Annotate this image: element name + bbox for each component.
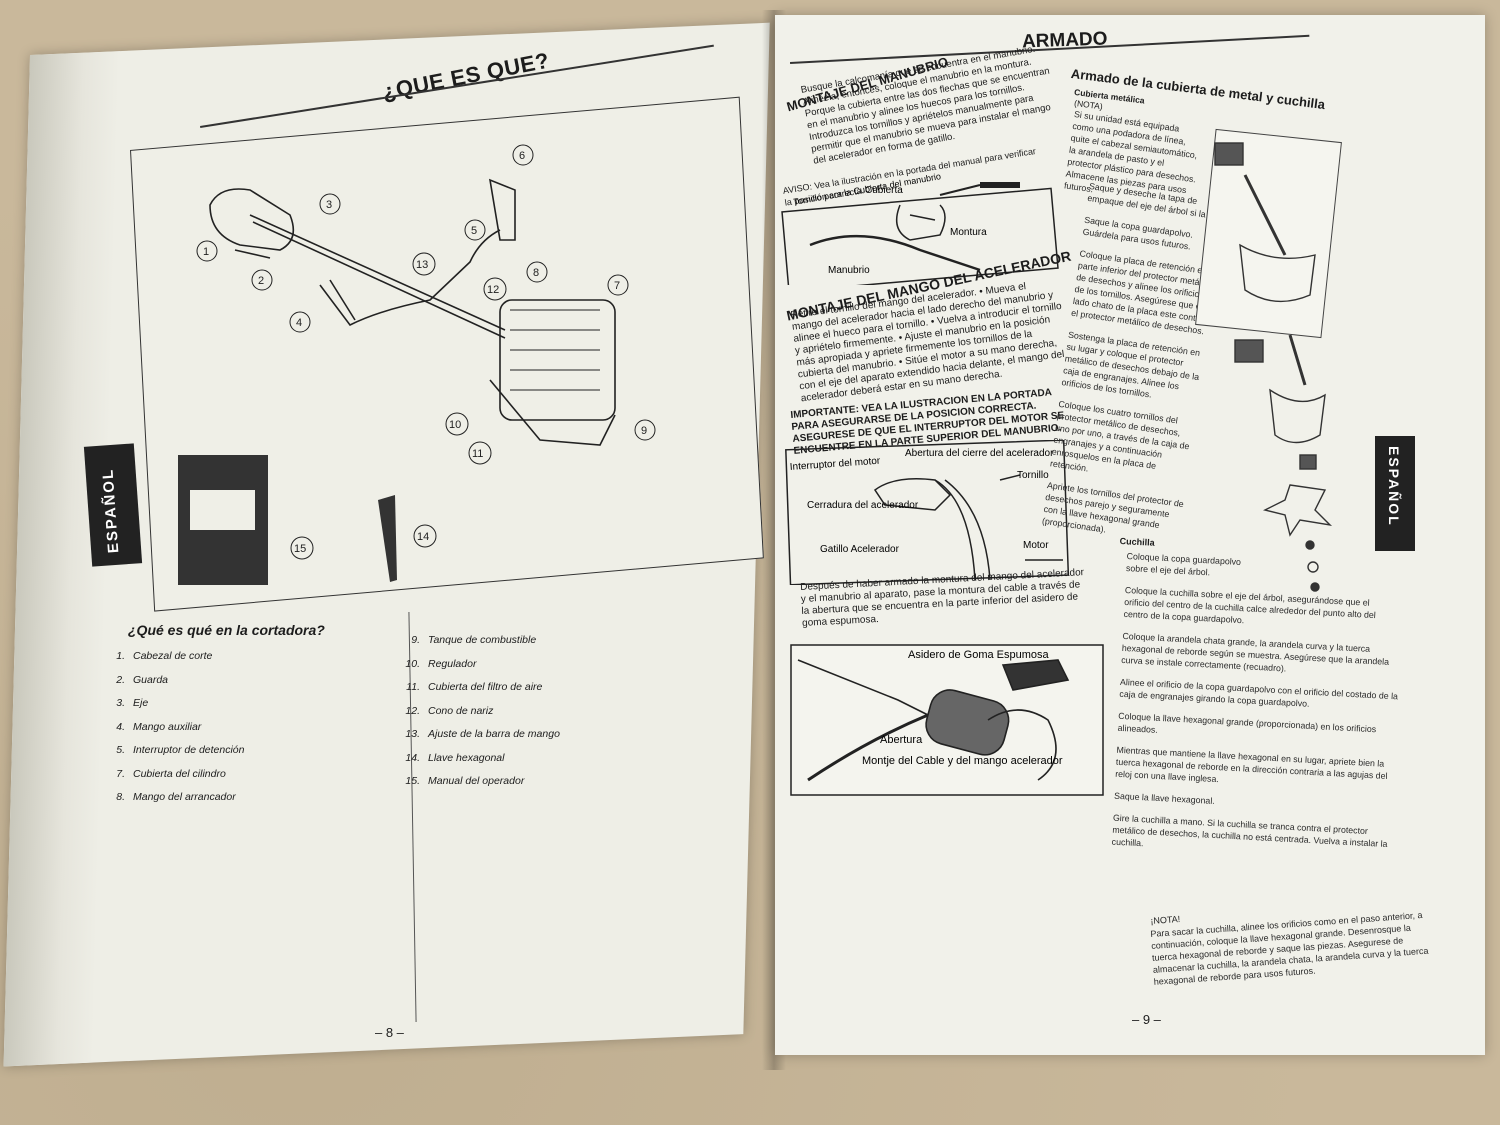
callout-14: 14 [413, 524, 437, 548]
parts-diagram: 1 2 3 4 5 6 7 8 9 10 11 12 13 14 15 [178, 144, 656, 585]
list-item: Sostenga la placa de retención en su lug… [1060, 329, 1201, 400]
svg-text:11: 11 [472, 448, 483, 460]
legend-item: 2.Guarda [116, 673, 169, 686]
svg-text:10: 10 [449, 419, 461, 431]
callout-12: 12 [483, 277, 507, 301]
list-item: Coloque la arandela chata grande, la ara… [1120, 630, 1390, 674]
fig2-label-cerradura: Cerradura del acelerador [807, 500, 919, 511]
svg-text:13: 13 [416, 259, 428, 271]
legend-item: 13.Ajuste de la barra de mango [405, 728, 560, 740]
language-tab-label: ESPAÑOL [1386, 446, 1402, 527]
legend-item: 7.Cubierta del cilindro [116, 767, 226, 780]
callout-4: 4 [289, 311, 311, 333]
svg-text:2: 2 [258, 275, 264, 287]
legend-item: 9.Tanque de combustible [411, 634, 537, 646]
legend-item: 8.Mango del arrancador [116, 791, 236, 803]
list-item: Saque la llave hexagonal. [1113, 790, 1216, 806]
svg-text:3: 3 [326, 199, 332, 211]
legend-item: 15.Manual del operador [405, 775, 525, 787]
legend-column-1: 1.Cabezal de corte 2.Guarda 3.Eje 4.Mang… [105, 650, 245, 815]
callout-15: 15 [290, 536, 314, 560]
svg-text:12: 12 [487, 284, 499, 296]
list-item: Gire la cuchilla a mano. Si la cuchilla … [1111, 812, 1388, 850]
legend-item: 14.Llave hexagonal [405, 751, 505, 764]
hex-key-icon [378, 495, 397, 582]
language-tab-label: ESPAÑOL [99, 467, 123, 554]
legend-item: 5.Interruptor de detención [116, 744, 245, 756]
legend-title: ¿Qué es qué en la cortadora? [128, 622, 325, 638]
svg-text:6: 6 [519, 150, 525, 162]
handle-grip-shape [488, 178, 516, 241]
callout-7: 7 [607, 274, 629, 296]
svg-text:7: 7 [614, 280, 620, 292]
page-number-right: – 9 – [1132, 1012, 1161, 1027]
right-page [775, 15, 1485, 1055]
list-item: Coloque la llave hexagonal grande (propo… [1117, 710, 1377, 735]
legend-item: 4.Mango auxiliar [116, 720, 202, 733]
legend-item: 3.Eje [116, 697, 149, 709]
legend-item: 10.Regulador [405, 657, 477, 670]
cutting-head-shape [209, 188, 295, 251]
figure-cuchilla-assembly [1214, 142, 1333, 592]
callout-13: 13 [412, 252, 436, 276]
page-number-left: – 8 – [375, 1025, 404, 1040]
legend-column-2: 9.Tanque de combustible 10.Regulador 11.… [400, 634, 560, 799]
fig1-label-manubrio: Manubrio [828, 265, 870, 276]
svg-text:8: 8 [533, 267, 539, 279]
figure-acelerador: Interruptor del motor Abertura del cierr… [785, 440, 1070, 585]
callout-9: 9 [634, 419, 656, 441]
figure-asidero: Asidero de Goma Espumosa Abertura Montje… [790, 644, 1104, 796]
svg-text:15: 15 [294, 543, 306, 555]
nota2-label: ¡NOTA! [1150, 913, 1181, 926]
callout-2: 2 [251, 269, 273, 291]
fig3-label-abertura: Abertura [880, 734, 923, 746]
subheading-cuchilla: Cuchilla [1119, 535, 1155, 548]
language-tab-left: ESPAÑOL [83, 443, 143, 567]
list-item: Apriete los tornillos del protector de d… [1041, 480, 1185, 535]
bullets-cuchilla: Coloque la copa guardapolvo sobre el eje… [1111, 550, 1417, 873]
svg-text:4: 4 [296, 317, 302, 329]
callout-10: 10 [445, 412, 469, 436]
legend-item: 12.Cono de nariz [405, 704, 494, 717]
svg-text:1: 1 [203, 246, 209, 258]
callout-3: 3 [319, 193, 341, 215]
callout-1: 1 [196, 240, 218, 262]
fig2-label-motor: Motor [1023, 540, 1049, 551]
language-tab-right: ESPAÑOL [1375, 436, 1415, 551]
callout-5: 5 [464, 219, 486, 241]
callout-6: 6 [512, 144, 534, 166]
svg-text:14: 14 [417, 531, 429, 543]
fig3-label-asidero: Asidero de Goma Espumosa [908, 649, 1050, 661]
fig2-label-gatillo: Gatillo Acelerador [820, 544, 900, 555]
list-item: Coloque los cuatro tornillos del protect… [1049, 398, 1191, 474]
fig1-label-cubierta: Cubierta [865, 185, 903, 196]
fig1-label-montura: Montura [950, 227, 987, 238]
fig2-label-tornillo: Tornillo [1017, 470, 1049, 481]
figure-manubrio: Tornillo para la Cubierta del manubrio C… [781, 171, 1059, 285]
svg-text:9: 9 [641, 425, 647, 437]
callout-11: 11 [468, 441, 492, 465]
legend-item: 1.Cabezal de corte [116, 650, 213, 662]
legend-item: 11.Cubierta del filtro de aire [406, 681, 543, 693]
list-item: Mientras que mantiene la llave hexagonal… [1115, 744, 1388, 785]
list-item: Alinee el orificio de la copa guardapolv… [1119, 676, 1399, 709]
engine-shape [499, 299, 616, 421]
fig2-label-abertura: Abertura del cierre del acelerador [905, 448, 1054, 459]
list-item: Coloque la cuchilla sobre el eje del árb… [1123, 584, 1377, 626]
fig3-label-montje: Montje del Cable y del mango acelerador [862, 755, 1063, 767]
svg-text:5: 5 [471, 225, 477, 237]
callout-8: 8 [526, 261, 548, 283]
fig2-label-interruptor: Interruptor del motor [789, 456, 881, 473]
